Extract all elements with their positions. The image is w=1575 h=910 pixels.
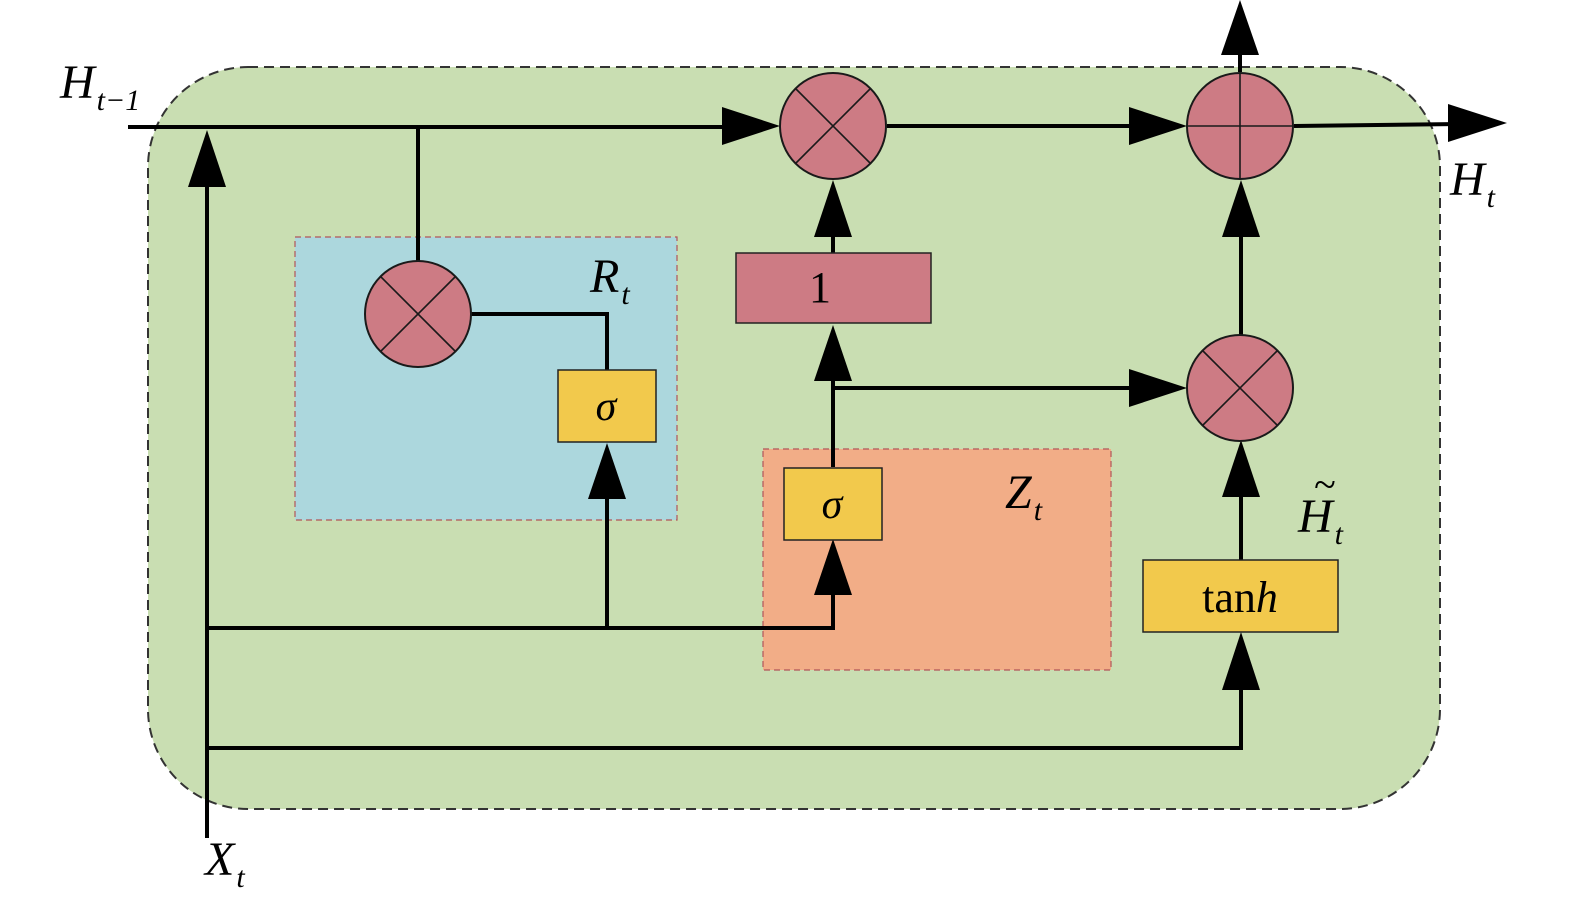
candidate-tilde: ~ (1314, 462, 1336, 507)
svg-text:Ht: Ht (1297, 490, 1344, 551)
top-multiply-operator (779, 72, 887, 180)
h-prev-sub: t−1 (97, 84, 141, 117)
update-sub: t (1034, 494, 1043, 527)
h-out-label: Ht (1449, 153, 1496, 214)
reset-mult-to-sigma-line (471, 312, 609, 370)
candidate-label: ~ Ht (1297, 462, 1344, 551)
right-multiply-operator (1186, 334, 1294, 442)
h-prev-label: Ht−1 (59, 56, 140, 117)
arrow-up-update-sigma (814, 539, 852, 595)
x-in-label: Xt (203, 833, 245, 894)
reset-sub: t (621, 278, 630, 311)
x-in-main: X (203, 833, 236, 886)
x-in-sub: t (236, 861, 245, 894)
update-gate-label: Zt (1005, 466, 1043, 527)
arrow-up-right-mult (1222, 440, 1260, 497)
reset-multiply-operator (364, 260, 472, 368)
candidate-sub: t (1335, 518, 1344, 551)
tanh-italic: h (1256, 573, 1278, 622)
arrowheads (188, 0, 1507, 690)
arrow-up-output (1221, 0, 1259, 55)
arrow-up-x-input (188, 130, 226, 187)
update-main: Z (1005, 466, 1033, 519)
reset-main: R (589, 250, 619, 303)
arrow-up-reset-sigma (588, 443, 626, 499)
add-operator (1186, 72, 1294, 180)
h-out-line (1293, 122, 1461, 128)
h-out-sub: t (1487, 181, 1496, 214)
reset-sigma-label: σ (596, 384, 619, 430)
update-sigma-block (783, 467, 883, 541)
connections (128, 50, 1461, 838)
update-sigma-label: σ (822, 482, 845, 528)
candidate-main: H (1297, 490, 1335, 543)
h-out-main: H (1449, 153, 1487, 206)
arrow-right-output (1448, 104, 1507, 142)
arrow-up-top-mult (814, 180, 852, 237)
one-minus-block (735, 252, 932, 324)
h-prev-main: H (59, 56, 97, 109)
one-minus-label: 1 (809, 263, 831, 312)
tanh-block (1142, 559, 1339, 633)
tanh-text: tan (1202, 573, 1256, 622)
reset-sigma-block (557, 369, 657, 443)
arrow-up-add (1222, 180, 1260, 237)
reset-gate-label: Rt (589, 250, 630, 311)
arrow-up-one-box (814, 325, 852, 381)
arrow-right-top-mult (722, 107, 780, 145)
tanh-label: tanh (1202, 573, 1278, 622)
arrow-right-right-mult (1129, 369, 1187, 407)
x-to-update-line (207, 590, 835, 630)
arrow-right-add (1129, 107, 1187, 145)
arrow-up-tanh (1222, 632, 1260, 690)
x-to-tanh-line (207, 688, 1243, 750)
